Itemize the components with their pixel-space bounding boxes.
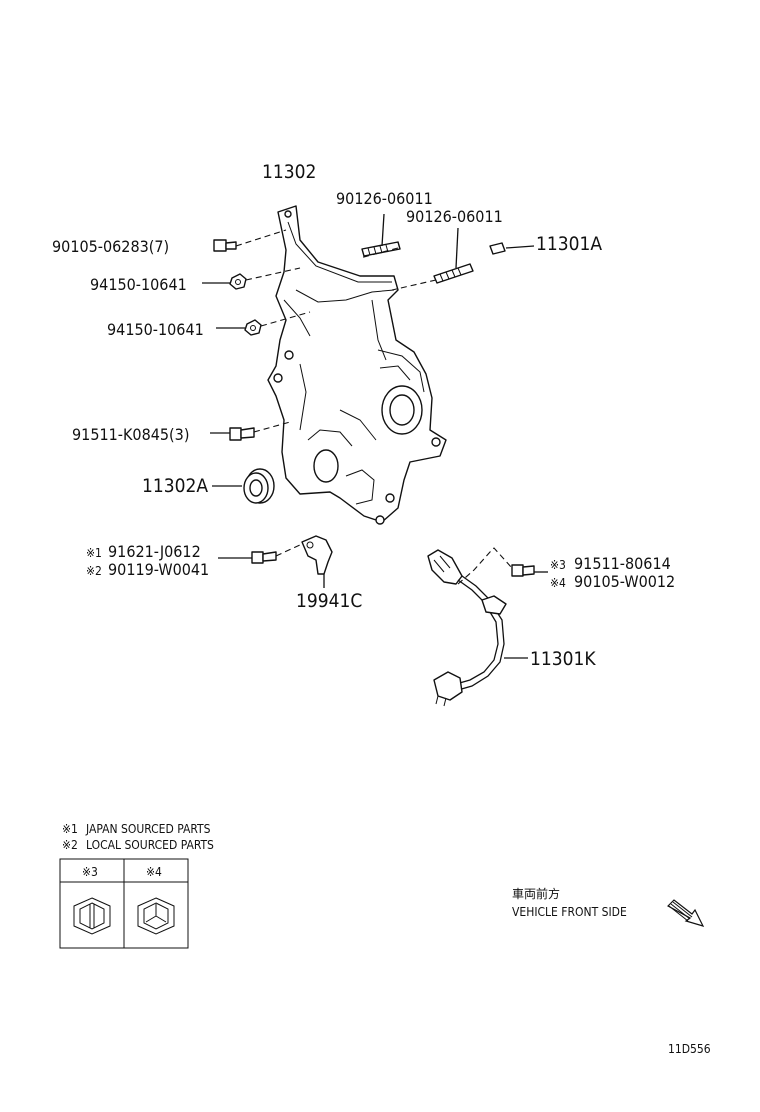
legend-note2-marker: ※2 bbox=[62, 838, 78, 852]
label-timing-cover: 11302 bbox=[262, 161, 316, 183]
label-bolt-top-left: 90105-06283(7) bbox=[52, 237, 169, 256]
bolt-sensor-drawing bbox=[251, 551, 277, 564]
nut-2-drawing bbox=[244, 319, 262, 336]
sensor-bracket-drawing bbox=[301, 535, 333, 575]
label-bolt-sensor-japan: 91621-J0612 bbox=[108, 542, 201, 561]
label-bolt-sensor-local: 90119-W0041 bbox=[108, 560, 209, 579]
part-labels: 11302 90126-06011 90126-06011 90105-0628… bbox=[52, 161, 675, 670]
legend-note1-marker: ※1 bbox=[62, 822, 78, 836]
stud-1-drawing bbox=[361, 241, 401, 257]
bolt-side-drawing bbox=[229, 427, 255, 441]
nut-1-drawing bbox=[229, 273, 247, 290]
legend-note2-text: LOCAL SOURCED PARTS bbox=[86, 838, 214, 852]
label-plug: 11301A bbox=[536, 233, 602, 255]
bolt-top-left-drawing bbox=[213, 239, 237, 252]
label-stud-1: 90126-06011 bbox=[336, 189, 433, 208]
marker-m3: ※3 bbox=[550, 558, 566, 572]
label-bolt-harness-3: 91511-80614 bbox=[574, 554, 671, 573]
legend-note1-text: JAPAN SOURCED PARTS bbox=[85, 822, 211, 836]
table-header-m4: ※4 bbox=[146, 865, 162, 879]
marker-m2: ※2 bbox=[86, 564, 102, 578]
label-sensor-bracket: 19941C bbox=[296, 590, 362, 612]
bolt-harness-drawing bbox=[511, 564, 535, 577]
plug-drawing bbox=[489, 242, 506, 255]
oil-seal-drawing bbox=[243, 468, 275, 504]
label-oil-seal: 11302A bbox=[142, 475, 208, 497]
stud-2-drawing bbox=[433, 263, 474, 284]
marker-m1: ※1 bbox=[86, 546, 102, 560]
table-header-m3: ※3 bbox=[82, 865, 98, 879]
direction-label-jp: 車両前方 bbox=[512, 886, 560, 901]
label-nut-1: 94150-10641 bbox=[90, 275, 187, 294]
label-bolt-harness-4: 90105-W0012 bbox=[574, 572, 675, 591]
legend: ※1 JAPAN SOURCED PARTS ※2 LOCAL SOURCED … bbox=[59, 822, 214, 949]
label-bolt-side: 91511-K0845(3) bbox=[72, 425, 189, 444]
marker-m4: ※4 bbox=[550, 576, 566, 590]
label-stud-2: 90126-06011 bbox=[406, 207, 503, 226]
label-sensor-harness: 11301K bbox=[530, 648, 596, 670]
timing-cover-drawing bbox=[267, 205, 447, 525]
label-nut-2: 94150-10641 bbox=[107, 320, 204, 339]
bolt-head-type-4-icon bbox=[137, 897, 175, 935]
leader-lines bbox=[202, 213, 548, 659]
front-direction-arrow-icon bbox=[667, 899, 705, 927]
sensor-harness-drawing bbox=[427, 549, 507, 707]
vehicle-front-indicator: 車両前方 VEHICLE FRONT SIDE bbox=[512, 886, 705, 927]
direction-label-en: VEHICLE FRONT SIDE bbox=[512, 905, 627, 919]
bolt-head-type-3-icon bbox=[73, 897, 111, 935]
diagram-code: 11D556 bbox=[668, 1042, 711, 1056]
head-type-table: ※3 ※4 bbox=[59, 858, 189, 949]
